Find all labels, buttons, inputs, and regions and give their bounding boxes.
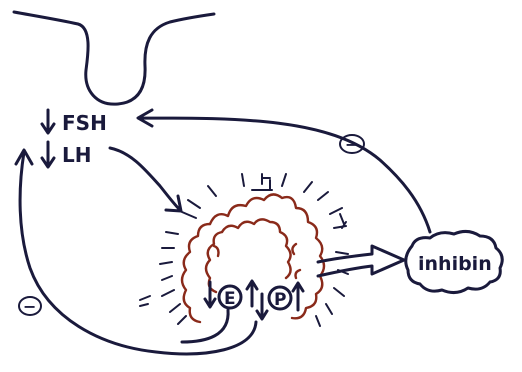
follicle-to-inhibin-arrow: [318, 246, 404, 276]
progesterone-node: P: [257, 283, 303, 319]
fsh-group: FSH: [42, 110, 107, 135]
fsh-label: FSH: [62, 111, 107, 135]
svg-text:−: −: [23, 297, 36, 316]
estrogen-up-arrow: [247, 281, 257, 306]
lh-to-follicle-arrow: [110, 148, 181, 211]
lh-group: LH: [42, 142, 91, 167]
lh-down-arrow: [42, 142, 54, 167]
progesterone-label: P: [274, 290, 286, 310]
minus-sign-steroid: −: [19, 297, 41, 316]
radiating-marks: [140, 174, 348, 326]
estrogen-node: E: [205, 281, 257, 309]
svg-text:−: −: [345, 135, 358, 154]
inhibin-to-fsh-arrow: [138, 110, 430, 232]
fsh-down-arrow: [42, 110, 54, 133]
lh-label: LH: [62, 143, 91, 167]
inhibin-label: inhibin: [418, 253, 492, 275]
steroid-to-lh-arrow: [16, 150, 256, 354]
estrogen-label: E: [224, 289, 236, 309]
pituitary-outline: [14, 12, 214, 104]
minus-sign-inhibin: −: [340, 135, 364, 154]
estrogen-down-arrow: [205, 282, 215, 307]
estrogen-feedback-stroke: [182, 310, 228, 342]
inhibin-node: inhibin: [406, 231, 503, 292]
progesterone-down-arrow: [257, 294, 267, 319]
progesterone-up-arrow: [293, 283, 303, 310]
